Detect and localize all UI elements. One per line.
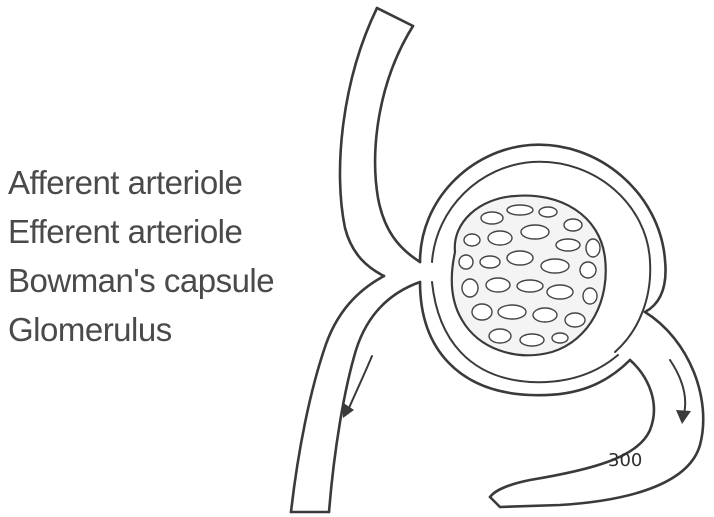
figure-number: 300 xyxy=(608,450,642,471)
flow-arrow-right xyxy=(670,360,691,424)
afferent-arteriole-vessel xyxy=(340,8,420,276)
label-efferent-arteriole: Efferent arteriole xyxy=(8,207,338,256)
label-glomerulus: Glomerulus xyxy=(8,305,338,354)
glomerulus xyxy=(452,196,606,356)
label-list: Afferent arteriole Efferent arteriole Bo… xyxy=(8,158,338,354)
label-bowmans-capsule: Bowman's capsule xyxy=(8,256,338,305)
label-afferent-arteriole: Afferent arteriole xyxy=(8,158,338,207)
